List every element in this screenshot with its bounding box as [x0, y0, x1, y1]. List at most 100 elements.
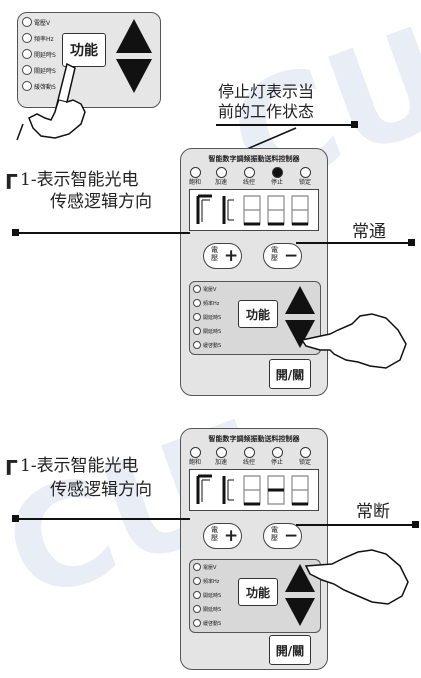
up-down-arrows-icon	[285, 564, 315, 626]
indicator-dot-icon	[193, 605, 201, 613]
indicator-dot-icon	[22, 49, 32, 59]
led-line-control	[244, 167, 255, 178]
indicator-dot-icon	[193, 577, 201, 585]
note-line-2: 前的工作状态	[218, 102, 315, 121]
indicator-label: 頻率Hz	[203, 578, 220, 585]
indicator-dot-icon	[193, 563, 201, 571]
function-button[interactable]: 功能	[238, 578, 278, 606]
led-label: 飽和	[188, 179, 201, 186]
segment-digits-icon	[196, 194, 309, 226]
function-button[interactable]: 功能	[238, 300, 278, 328]
indicator-soft-start: 緩啓動S	[22, 81, 56, 91]
indicator-on-delay: 開延時S	[193, 313, 221, 321]
normally-closed-label: 常断	[356, 502, 390, 522]
led-label: 飽和	[188, 459, 201, 466]
note-underline	[216, 124, 356, 126]
annotation-line-1: 表示智能光电	[36, 456, 139, 476]
indicator-frequency: 頻率Hz	[193, 577, 219, 585]
voltage-plus-button[interactable]: 電壓 +	[203, 523, 242, 549]
voltage-minus-button[interactable]: 電壓 −	[263, 243, 302, 269]
indicator-voltage: 電壓V	[193, 563, 216, 571]
indicator-off-delay: 關延時S	[193, 327, 221, 335]
voltage-minus-button[interactable]: 電壓 −	[263, 523, 302, 549]
stop-light-note: 停止灯表示当 前的工作状态	[218, 82, 314, 122]
indicator-frequency: 頻率Hz	[193, 299, 219, 307]
indicator-label: 頻率Hz	[203, 300, 220, 307]
leader-line	[296, 524, 418, 526]
plus-icon: +	[224, 526, 239, 546]
controller-title: 智能数字調频振動送料控制器	[208, 155, 300, 163]
indicator-off-delay: 關延時S	[22, 65, 56, 75]
leader-end-marker	[412, 521, 419, 528]
indicator-dot-icon	[193, 341, 201, 349]
open-close-button[interactable]: 開/關	[269, 635, 311, 665]
hand-pointer-icon	[16, 62, 86, 141]
hand-pointer-icon	[304, 549, 409, 605]
symbol-gamma-icon: Γ	[5, 170, 18, 194]
indicator-voltage: 電壓V	[193, 285, 216, 293]
note-line-1: 停止灯表示当	[218, 82, 315, 101]
indicator-on-delay: 開延時S	[193, 591, 221, 599]
leader-line	[14, 518, 190, 520]
voltage-button-label: 電壓	[271, 246, 278, 262]
indicator-dot-icon	[193, 327, 201, 335]
function-panel: 電壓V 頻率Hz 開延時S 關延時S 緩啓動S 功能	[189, 281, 321, 355]
voltage-plus-button[interactable]: 電壓 +	[203, 243, 242, 269]
indicator-label: 關延時S	[203, 606, 222, 613]
indicator-dot-icon	[22, 65, 32, 75]
indicator-frequency: 頻率Hz	[22, 33, 54, 43]
annotation-line-2: 传感逻辑方向	[50, 480, 152, 500]
indicator-label: 電壓V	[203, 286, 217, 293]
indicator-dot-icon	[22, 17, 32, 27]
indicator-soft-start: 緩啓動S	[193, 619, 221, 627]
indicator-dot-icon	[193, 299, 201, 307]
voltage-button-label: 電壓	[211, 526, 218, 542]
leader-end-marker	[12, 229, 19, 236]
logic-direction-note-2: 1-表示智能光电	[20, 456, 139, 476]
symbol-gamma-icon: Γ	[5, 456, 18, 480]
minus-icon: −	[284, 526, 299, 546]
indicator-on-delay: 開延時S	[22, 49, 56, 59]
controller-panel-1: 智能数字調频振動送料控制器 飽和 加速 线控 停止 锁定 電壓 + 電壓	[180, 148, 328, 396]
indicator-dot-icon	[22, 81, 32, 91]
function-panel-small: 電壓V 頻率Hz 開延時S 關延時S 緩啓動S 功能	[17, 12, 161, 108]
led-label: 锁定	[298, 179, 311, 186]
indicator-label: 電壓V	[203, 564, 217, 571]
function-button[interactable]: 功能	[62, 33, 106, 67]
led-accelerate	[216, 447, 227, 458]
seven-segment-display	[189, 469, 319, 511]
indicator-label: 關延時S	[203, 328, 222, 335]
led-line-control	[244, 447, 255, 458]
indicator-label: 緩啓動S	[34, 83, 56, 91]
leader-line	[296, 242, 414, 244]
up-down-arrows-icon	[285, 286, 315, 348]
annotation-code: 1-	[20, 456, 37, 476]
open-close-button[interactable]: 開/關	[269, 359, 311, 389]
voltage-button-label: 電壓	[211, 246, 218, 262]
indicator-dot-icon	[193, 285, 201, 293]
indicator-label: 開延時S	[203, 314, 222, 321]
segment-digits-icon	[196, 474, 309, 506]
leader-line	[14, 232, 190, 234]
function-panel: 電壓V 頻率Hz 開延時S 關延時S 緩啓動S 功能	[189, 559, 321, 633]
led-saturation	[190, 167, 201, 178]
indicator-soft-start: 緩啓動S	[193, 341, 221, 349]
indicator-dot-icon	[193, 591, 201, 599]
controller-title: 智能数字調频振動送料控制器	[208, 435, 300, 443]
indicator-dot-icon	[193, 313, 201, 321]
normally-open-label: 常通	[352, 222, 386, 242]
led-stop	[272, 447, 283, 458]
indicator-label: 開延時S	[34, 51, 56, 59]
led-accelerate	[216, 167, 227, 178]
indicator-label: 電壓V	[34, 19, 51, 27]
led-saturation	[190, 447, 201, 458]
indicator-dot-icon	[193, 619, 201, 627]
plus-icon: +	[224, 246, 239, 266]
annotation-code: 1-	[20, 170, 37, 190]
led-label: 停止	[270, 459, 283, 466]
minus-icon: −	[284, 246, 299, 266]
indicator-dot-icon	[22, 33, 32, 43]
logic-direction-note-1: 1-表示智能光电	[20, 170, 139, 190]
indicator-label: 頻率Hz	[34, 35, 54, 43]
note-end-marker	[351, 121, 358, 128]
